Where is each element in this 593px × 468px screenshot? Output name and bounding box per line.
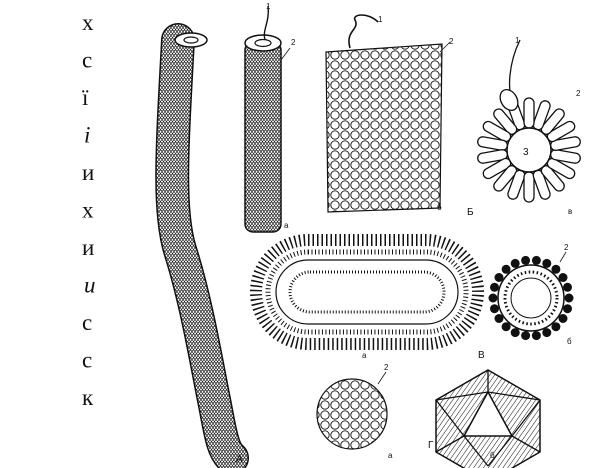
capsomer-petal (524, 172, 534, 202)
text-fragment: х (82, 198, 94, 223)
label-V: В (478, 350, 485, 361)
envelope-spike (565, 294, 574, 303)
label-A: А (236, 454, 243, 465)
label-G: Г (428, 440, 434, 451)
envelope-spike (542, 259, 551, 268)
label-a-ball: а (388, 451, 393, 460)
envelope-spike (563, 304, 572, 313)
text-fragment: с (82, 48, 92, 73)
label-2-ball: 2 (384, 363, 389, 372)
envelope-spike (559, 273, 568, 282)
text-fragment: с (82, 348, 92, 373)
label-1-cyl: 1 (378, 15, 383, 24)
envelope-spike (511, 259, 520, 268)
label-b-cyl: б (437, 203, 442, 212)
label-v-flower: в (568, 207, 572, 216)
envelope-spike (502, 322, 511, 331)
envelope-spike (559, 314, 568, 323)
bead-cylinder (326, 15, 450, 212)
envelope-spike (495, 273, 504, 282)
label-2-ring: 2 (564, 243, 569, 252)
envelope-spike (490, 304, 499, 313)
spherical-capsid (317, 372, 387, 449)
text-fragment: і (84, 123, 90, 148)
label-a-oval: а (362, 351, 367, 360)
envelope-spike (532, 331, 541, 340)
enveloped-virus-section (489, 252, 574, 340)
envelope-spike (511, 328, 520, 337)
envelope-spike (542, 328, 551, 337)
label-3-flower: 3 (523, 147, 529, 158)
envelope-spike (532, 256, 541, 265)
label-2-flower: 2 (576, 89, 581, 98)
label-2-cyl: 2 (449, 37, 454, 46)
text-fragment: ї (82, 85, 89, 110)
rod-virus-short (245, 6, 290, 232)
envelope-spike (563, 283, 572, 292)
label-1-flower: 1 (515, 36, 520, 45)
text-fragment: х (82, 10, 94, 35)
label-B: Б (467, 207, 474, 218)
text-fragment: к (82, 385, 94, 410)
envelope-spike (489, 294, 498, 303)
label-1-rod: 1 (266, 2, 271, 11)
envelope-spike (551, 265, 560, 274)
text-fragment: и (84, 273, 96, 298)
capsomer-petal (524, 98, 534, 128)
label-2-rod: 2 (291, 38, 296, 47)
bullet-shaped-virus (256, 240, 478, 344)
envelope-spike (495, 314, 504, 323)
text-fragment: и (82, 235, 94, 260)
label-b-ring: б (567, 337, 572, 346)
envelope-spike (551, 322, 560, 331)
envelope-spike (490, 283, 499, 292)
rod-virus-long (172, 33, 232, 458)
envelope-spike (502, 265, 511, 274)
icosahedral-capsid (436, 370, 540, 468)
label-a-rod: а (284, 221, 289, 230)
text-fragment: с (82, 310, 92, 335)
envelope-spike (521, 331, 530, 340)
envelope-spike (521, 256, 530, 265)
capsid-cross-section (477, 40, 581, 202)
text-fragment: и (82, 160, 94, 185)
label-b-ico: б (490, 451, 495, 460)
